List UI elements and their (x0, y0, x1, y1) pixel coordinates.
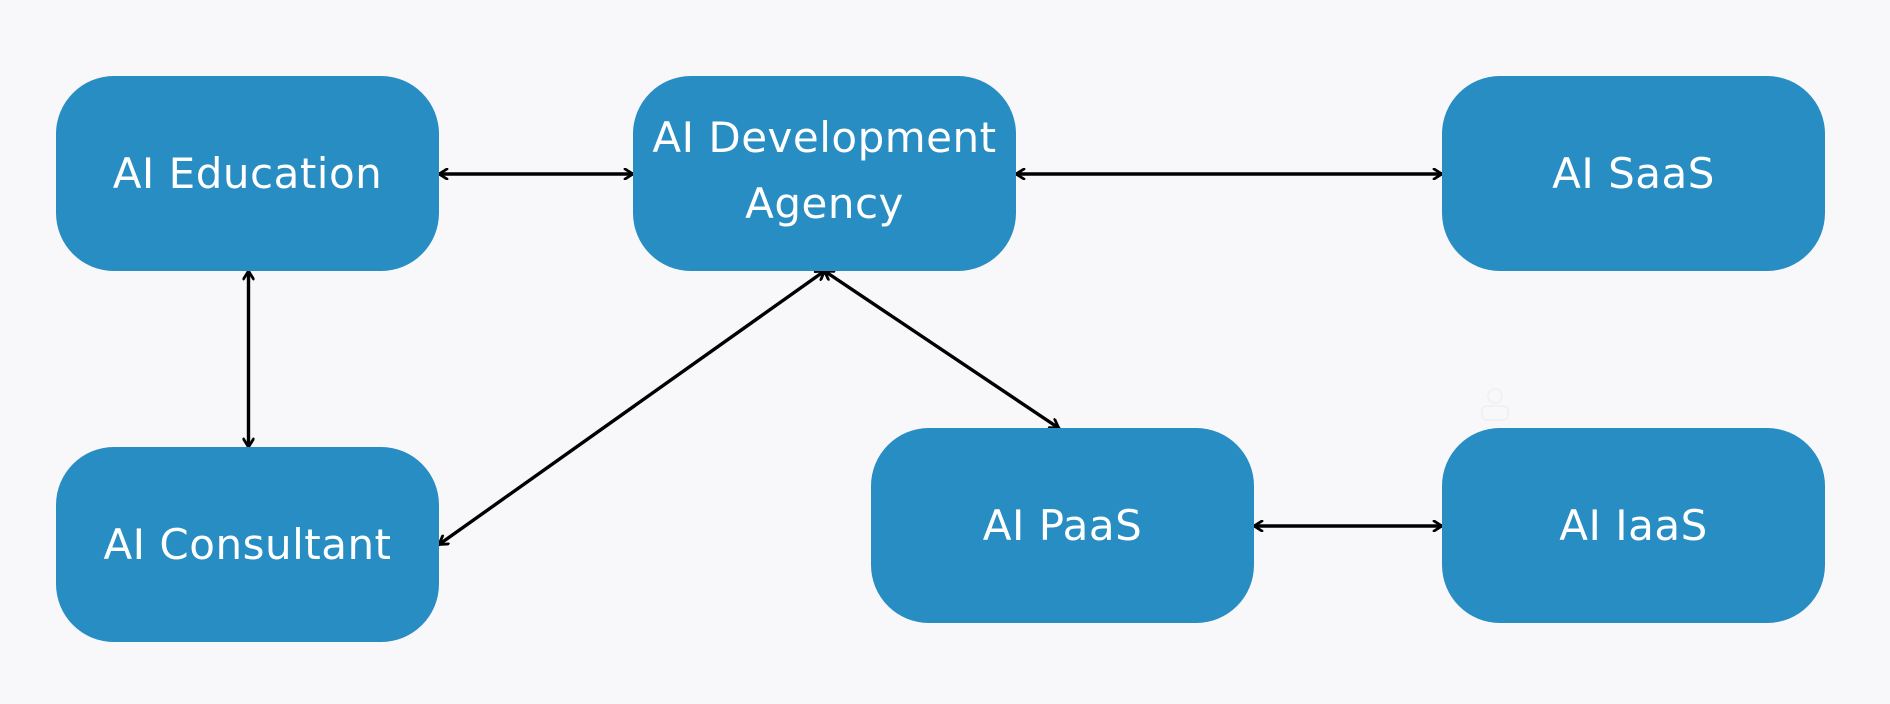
node-label: AI Consultant (103, 519, 392, 569)
node-label: AI Education (112, 148, 383, 198)
node-label: AI SaaS (1552, 148, 1715, 198)
node-ai-iaas[interactable]: AI IaaS (1442, 428, 1825, 623)
node-ai-saas[interactable]: AI SaaS (1442, 76, 1825, 271)
node-label: AI Development Agency (652, 112, 997, 228)
edge-dev-paas (822, 269, 1061, 430)
node-label: AI PaaS (982, 500, 1143, 550)
edge-dev-cons (437, 269, 827, 547)
node-ai-paas[interactable]: AI PaaS (871, 428, 1254, 623)
node-ai-education[interactable]: AI Education (56, 76, 439, 271)
faint-watermark-icon (1481, 388, 1509, 421)
node-ai-development-agency[interactable]: AI Development Agency (633, 76, 1016, 271)
node-ai-consultant[interactable]: AI Consultant (56, 447, 439, 642)
node-label: AI IaaS (1559, 500, 1708, 550)
